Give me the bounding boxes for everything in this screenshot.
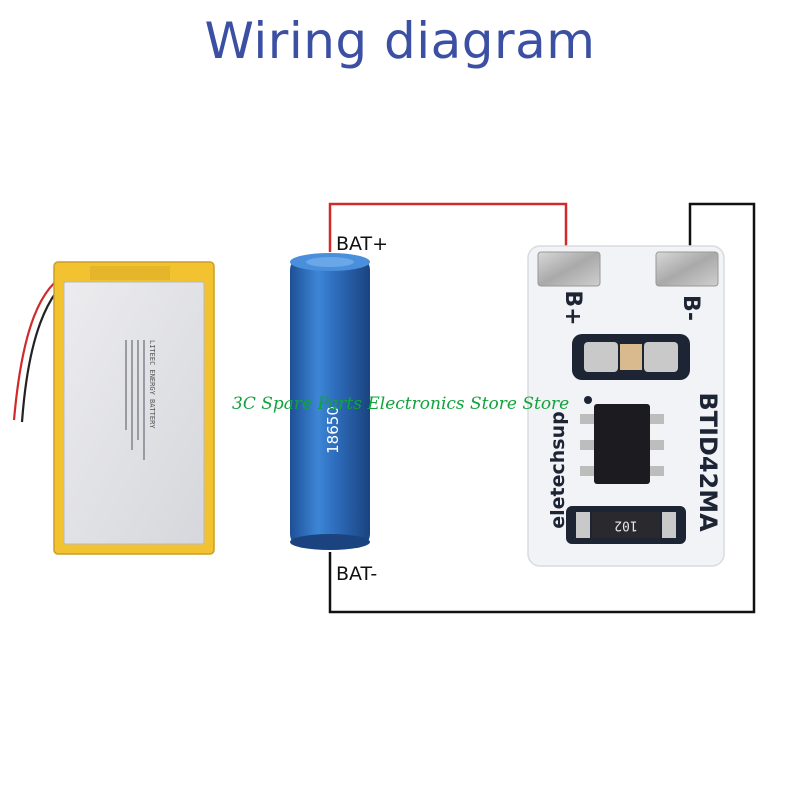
page-title: Wiring diagram [204, 12, 596, 70]
ic-pin [580, 466, 596, 476]
ic-chip [580, 396, 664, 484]
b-minus-label: B- [678, 295, 703, 321]
charger-module: B+ B- 102 eletechsup BTID42MA [527, 245, 725, 567]
lipo-battery: LITEEC ENERGY BATTERY [12, 261, 215, 555]
b-plus-pad [537, 251, 601, 287]
lipo-spec-line [131, 340, 133, 450]
ic-pin [648, 414, 664, 424]
brand-label: eletechsup [547, 411, 569, 528]
lipo-tab-strip [90, 266, 170, 280]
bat-minus-label: BAT- [336, 563, 377, 585]
ic-pin [580, 414, 596, 424]
cell-body [290, 256, 370, 548]
lipo-spec-line [125, 340, 127, 430]
resistor-code: 102 [614, 518, 637, 533]
lipo-spec-line [143, 340, 145, 460]
b-minus-pad [655, 251, 719, 287]
ic-pin [648, 466, 664, 476]
smd-pad-right [644, 342, 678, 372]
negative-wire [328, 202, 756, 614]
resistor-body [592, 512, 660, 538]
cell-18650: 18650 [290, 253, 370, 550]
cell-top-ring [306, 257, 354, 267]
bat-plus-label: BAT+ [336, 233, 388, 255]
cell-bottom-cap [290, 534, 370, 550]
ic-pin [580, 440, 596, 450]
positive-wire [328, 202, 568, 262]
smd-component-body [620, 344, 642, 370]
lipo-spec-line [137, 340, 139, 440]
lipo-brand-text: LITEEC ENERGY BATTERY [148, 340, 156, 429]
lipo-cell-body [63, 281, 205, 545]
store-watermark: 3C Spare Parts Electronics Store Store [232, 394, 570, 414]
smd-pad-left [584, 342, 618, 372]
ic-pin [648, 440, 664, 450]
module-model-label: BTID42MA [694, 392, 722, 532]
resistor-pad-left [576, 512, 590, 538]
resistor-pad-right [662, 512, 676, 538]
b-plus-label: B+ [560, 290, 585, 325]
ic-body [594, 404, 650, 484]
cell-model-label: 18650 [324, 406, 342, 454]
ic-pin1-dot [584, 396, 592, 404]
